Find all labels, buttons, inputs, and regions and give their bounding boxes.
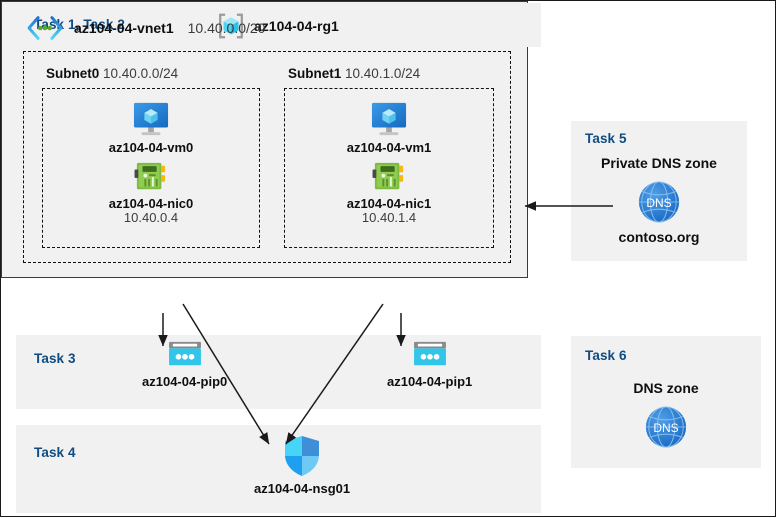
subnet-1-cidr: 10.40.1.0/24: [345, 66, 421, 81]
private-dns-zone-heading: Private DNS zone: [601, 155, 717, 171]
network-security-group-shield-icon: [283, 435, 321, 477]
vm-0-label: az104-04-vm0: [108, 140, 194, 155]
private-dns-zone-name: contoso.org: [618, 229, 700, 245]
task5-panel: Task 5 Private DNS zone: [571, 121, 747, 261]
nic-node-0: az104-04-nic0 10.40.0.4: [43, 161, 259, 226]
private-dns-zone-node: DNS contoso.org: [571, 179, 747, 245]
public-ip-address-icon: [412, 339, 448, 369]
virtual-network-name: az104-04-vnet1: [74, 20, 174, 36]
task-label-3: Task 3: [34, 351, 76, 366]
resource-group-panel: Task 1, Task 2 az104-04-rg1: [16, 3, 541, 47]
public-ip-node-0: az104-04-pip0: [142, 339, 227, 389]
nic-0-label: az104-04-nic0: [108, 196, 194, 211]
virtual-machine-icon: [130, 101, 172, 137]
nsg-node: az104-04-nsg01: [254, 435, 350, 496]
public-ip-1-label: az104-04-pip1: [387, 374, 473, 389]
dns-zone-node: DNS: [571, 404, 761, 450]
subnet-0-title: Subnet0 10.40.0.0/24: [46, 66, 178, 81]
task-label-6: Task 6: [585, 348, 627, 363]
network-interface-card-icon: [134, 161, 168, 193]
subnet-0-box: az104-04-vm0: [42, 88, 260, 248]
virtual-network-brackets-icon: [26, 15, 64, 41]
virtual-network-panel: az104-04-vnet1 10.40.0.0/20 Subnet0 10.4…: [1, 1, 528, 278]
task6-panel: Task 6 DNS zone: [571, 336, 761, 468]
subnet-0-name: Subnet0: [46, 66, 100, 81]
resource-group-cube-icon: [216, 11, 246, 41]
dns-zone-globe-icon: DNS: [643, 404, 689, 450]
network-interface-card-icon: [372, 161, 406, 193]
task-label-5: Task 5: [585, 131, 627, 146]
public-ip-address-icon: [167, 339, 203, 369]
vm-1-label: az104-04-vm1: [346, 140, 432, 155]
subnet-1-box: az104-04-vm1: [284, 88, 494, 248]
nsg-label: az104-04-nsg01: [254, 481, 351, 496]
virtual-network-header: az104-04-vnet1 10.40.0.0/20: [26, 15, 265, 41]
task4-panel: Task 4 az104-04-nsg: [16, 425, 541, 513]
virtual-machine-icon: [368, 101, 410, 137]
dns-zone-globe-icon: DNS: [636, 179, 682, 225]
vm-node-1: az104-04-vm1: [285, 101, 493, 155]
subnet-1: Subnet1 10.40.1.0/24: [274, 60, 504, 256]
public-ip-node-1: az104-04-pip1: [387, 339, 472, 389]
task-label-rg: Task 1, Task 2: [34, 17, 125, 32]
subnets-container: Subnet0 10.40.0.0/24: [23, 51, 511, 263]
resource-group-name: az104-04-rg1: [254, 18, 339, 34]
subnet-0-cidr: 10.40.0.0/24: [103, 66, 179, 81]
dns-icon-text: DNS: [646, 196, 671, 210]
nic-1-label: az104-04-nic1: [346, 196, 432, 211]
nic-node-1: az104-04-nic1 10.40.1.4: [285, 161, 493, 226]
dns-icon-text: DNS: [653, 421, 678, 435]
subnet-1-name: Subnet1: [288, 66, 342, 81]
dns-zone-heading: DNS zone: [633, 380, 699, 396]
resource-group-header: az104-04-rg1: [216, 11, 339, 41]
nic-0-ip: 10.40.0.4: [123, 210, 179, 225]
task-label-4: Task 4: [34, 445, 76, 460]
virtual-network-cidr: 10.40.0.0/20: [187, 20, 266, 36]
nic-1-ip: 10.40.1.4: [361, 210, 417, 225]
vm-node-0: az104-04-vm0: [43, 101, 259, 155]
task3-panel: Task 3 az104-04-pip0: [16, 335, 541, 409]
subnet-0: Subnet0 10.40.0.0/24: [32, 60, 270, 256]
subnet-1-title: Subnet1 10.40.1.0/24: [288, 66, 420, 81]
public-ip-0-label: az104-04-pip0: [142, 374, 228, 389]
